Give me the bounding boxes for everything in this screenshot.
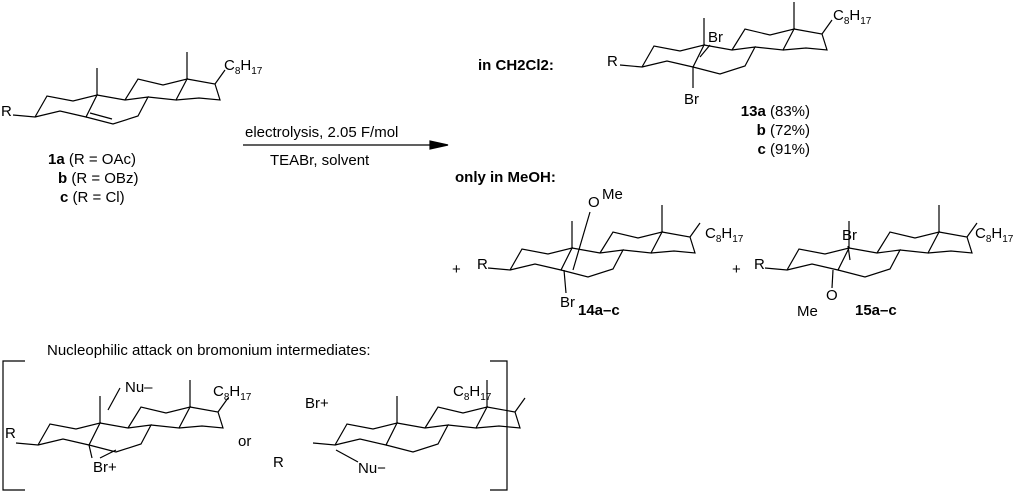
me-label: Me <box>602 186 623 203</box>
br-label: Br <box>560 294 575 311</box>
steroid-13 <box>821 19 833 35</box>
br-label: Br <box>842 227 857 244</box>
o-label: O <box>826 287 838 304</box>
compound-id: b <box>58 170 68 187</box>
steroid-14 <box>599 231 664 254</box>
plus-sign: + <box>732 261 741 278</box>
steroid-1 <box>124 78 189 101</box>
compound-id-14: 14a–c <box>578 302 620 319</box>
steroid-14 <box>560 247 625 278</box>
variant-label: (R = Cl) <box>72 189 125 206</box>
r-label: R <box>273 454 284 471</box>
r-label: R <box>754 256 765 273</box>
steroid-bromonium-left <box>88 422 153 453</box>
steroid-bromonium-right <box>385 422 450 453</box>
br-bond <box>563 269 567 294</box>
steroid-15 <box>966 222 978 238</box>
left-bracket <box>2 360 25 491</box>
side-chain-label: C8H17 <box>975 225 1014 245</box>
conditions-above: electrolysis, 2.05 F/mol <box>245 124 399 141</box>
steroid-13 <box>782 28 828 51</box>
yields: 13a (83%) b (72%) c (91%) <box>740 102 810 159</box>
nucleophile-label: Nu– <box>125 379 153 396</box>
bromonium-label: Br+ <box>305 395 329 412</box>
steroid-bromonium-left <box>178 406 224 429</box>
steroid-15 <box>876 231 941 254</box>
steroid-13 <box>731 28 796 51</box>
compound-id: 1a <box>48 151 65 168</box>
r-label: R <box>607 53 618 70</box>
steroid-1 <box>175 78 221 101</box>
steroid-bromonium-right <box>475 406 521 429</box>
steroid-bromonium-right <box>312 422 399 446</box>
steroid-13 <box>692 44 757 75</box>
bromonium-bond <box>99 449 117 459</box>
or-label: or <box>238 433 252 450</box>
side-chain-label: C8H17 <box>224 57 263 77</box>
steroid-14 <box>650 231 696 254</box>
plus-sign: + <box>452 261 461 278</box>
conditions-below: TEABr, solvent <box>270 152 370 169</box>
br-bond <box>847 245 851 261</box>
side-chain-label: C8H17 <box>213 383 252 403</box>
br-label: Br <box>684 91 699 108</box>
variant-label: (R = OBz) <box>71 170 139 187</box>
compound-id-15: 15a–c <box>855 302 897 319</box>
arrow-head <box>429 140 449 150</box>
steroid-bromonium-right <box>514 397 526 413</box>
me-label: Me <box>797 303 818 320</box>
ome-bond <box>831 269 834 289</box>
compound-id: b <box>756 122 766 139</box>
condition-ch2cl2: in CH2Cl2: <box>478 57 554 74</box>
condition-meoh: only in MeOH: <box>455 169 556 186</box>
br-label: Br <box>708 29 723 46</box>
steroid-15 <box>764 247 851 271</box>
steroid-13 <box>619 44 706 68</box>
nu-arrow <box>107 387 121 411</box>
ome-label: O <box>588 194 600 211</box>
steroid-14 <box>689 222 701 238</box>
yield: (83%) <box>769 103 810 120</box>
mechanism-title: Nucleophilic attack on bromonium interme… <box>47 342 371 359</box>
nu-arrow <box>335 449 359 463</box>
bromonium-label: Br+ <box>93 459 117 476</box>
r-label: R <box>1 103 12 120</box>
nucleophile-label: Nu− <box>358 460 386 477</box>
steroid-15 <box>927 231 973 254</box>
steroid-bromonium-left <box>15 422 102 446</box>
side-chain-label: C8H17 <box>453 383 492 403</box>
compound-id: c <box>60 189 69 206</box>
steroid-15 <box>837 247 902 278</box>
yield: (72%) <box>769 122 810 139</box>
ome-bond <box>572 211 591 271</box>
br-bond <box>699 44 711 58</box>
side-chain-label: C8H17 <box>705 225 744 245</box>
steroid-14 <box>487 247 574 271</box>
steroid-bromonium-left <box>127 406 192 429</box>
variant-label: (R = OAc) <box>68 151 136 168</box>
steroid-bromonium-left <box>217 397 229 413</box>
steroid-1 <box>214 69 226 85</box>
steroid-bromonium-right <box>424 406 489 429</box>
bromonium-bond <box>88 444 93 459</box>
r-label: R <box>5 425 16 442</box>
right-bracket <box>490 360 508 491</box>
steroid-1 <box>12 94 99 118</box>
double-bond <box>89 112 113 120</box>
compound-id: c <box>757 141 766 158</box>
starting-material-labels: 1a (R = OAc) b (R = OBz) c (R = Cl) <box>48 150 138 207</box>
yield: (91%) <box>769 141 810 158</box>
steroid-1 <box>85 94 150 125</box>
compound-id: 13a <box>740 103 766 120</box>
r-label: R <box>477 256 488 273</box>
side-chain-label: C8H17 <box>833 7 872 27</box>
